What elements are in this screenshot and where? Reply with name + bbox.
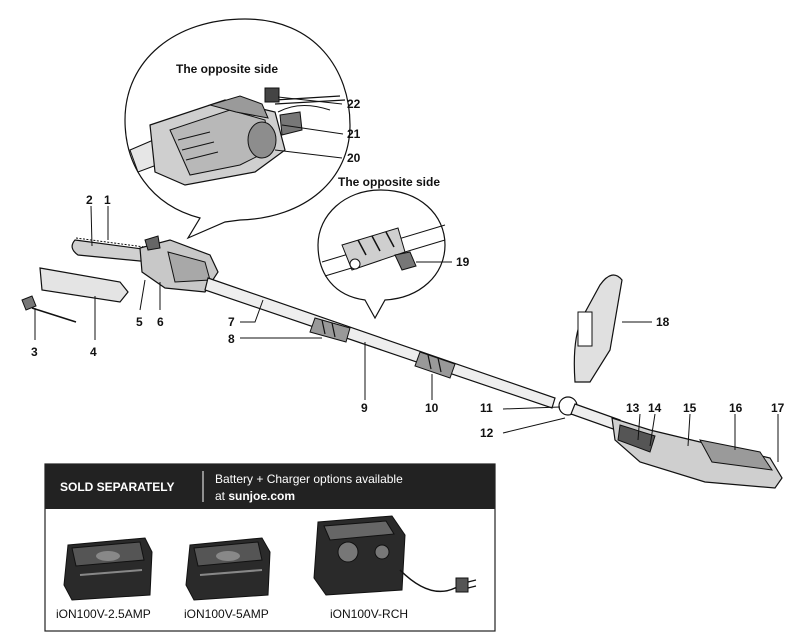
extension-pole [204, 277, 556, 409]
guide-bar [71, 239, 151, 263]
callout-16: 16 [729, 401, 743, 415]
sold-separately-panel: SOLD SEPARATELY Battery + Charger option… [44, 463, 496, 632]
sold-separately-heading: SOLD SEPARATELY [60, 480, 174, 494]
charger-icon [313, 515, 477, 596]
panel-header-bar [45, 464, 495, 509]
callout-12: 12 [480, 426, 494, 440]
battery-2-5ah-label: iON100V-2.5AMP [56, 607, 151, 621]
callout-3: 3 [31, 345, 38, 359]
callout-13: 13 [626, 401, 640, 415]
battery-options-text: Battery + Charger options available [215, 472, 403, 486]
callout-2: 2 [86, 193, 93, 207]
callout-17: 17 [771, 401, 785, 415]
callout-5: 5 [136, 315, 143, 329]
leader-22 [277, 96, 343, 105]
callout-15: 15 [683, 401, 697, 415]
leader-20 [274, 149, 343, 159]
callout-11: 11 [480, 401, 493, 415]
bar-cover [39, 267, 129, 303]
battery-2-5ah-icon [63, 537, 153, 601]
callout-4: 4 [90, 345, 97, 359]
pole-saw-illustration [21, 235, 783, 489]
pole-collar-1 [309, 317, 351, 343]
callout-8: 8 [228, 332, 235, 346]
bubble-large-caption: The opposite side [176, 62, 278, 76]
callout-20: 20 [347, 151, 361, 165]
charger-label: iON100V-RCH [330, 607, 408, 621]
leader-21 [281, 124, 344, 135]
callout-10: 10 [425, 401, 439, 415]
pole-lock-detail [321, 224, 446, 277]
callout-9: 9 [361, 401, 368, 415]
callout-21: 21 [347, 127, 361, 141]
callout-14: 14 [648, 401, 662, 415]
bubble-small-caption: The opposite side [338, 175, 440, 189]
bubble-opposite-side-motor: The opposite side 22 21 20 [124, 18, 361, 240]
motor-head-detail [129, 87, 346, 186]
callout-22: 22 [347, 97, 361, 111]
leader-lines [34, 205, 779, 462]
website-text: at sunjoe.com [215, 489, 295, 503]
callout-19: 19 [456, 255, 470, 269]
callout-6: 6 [157, 315, 164, 329]
battery-5ah-label: iON100V-5AMP [184, 607, 269, 621]
callout-18: 18 [656, 315, 670, 329]
callout-1: 1 [104, 193, 111, 207]
battery-5ah-icon [185, 537, 271, 601]
bubble-opposite-side-lock: The opposite side 19 [317, 175, 470, 320]
wrench [21, 295, 37, 311]
pole-collar-2 [414, 351, 456, 379]
callout-7: 7 [228, 315, 235, 329]
